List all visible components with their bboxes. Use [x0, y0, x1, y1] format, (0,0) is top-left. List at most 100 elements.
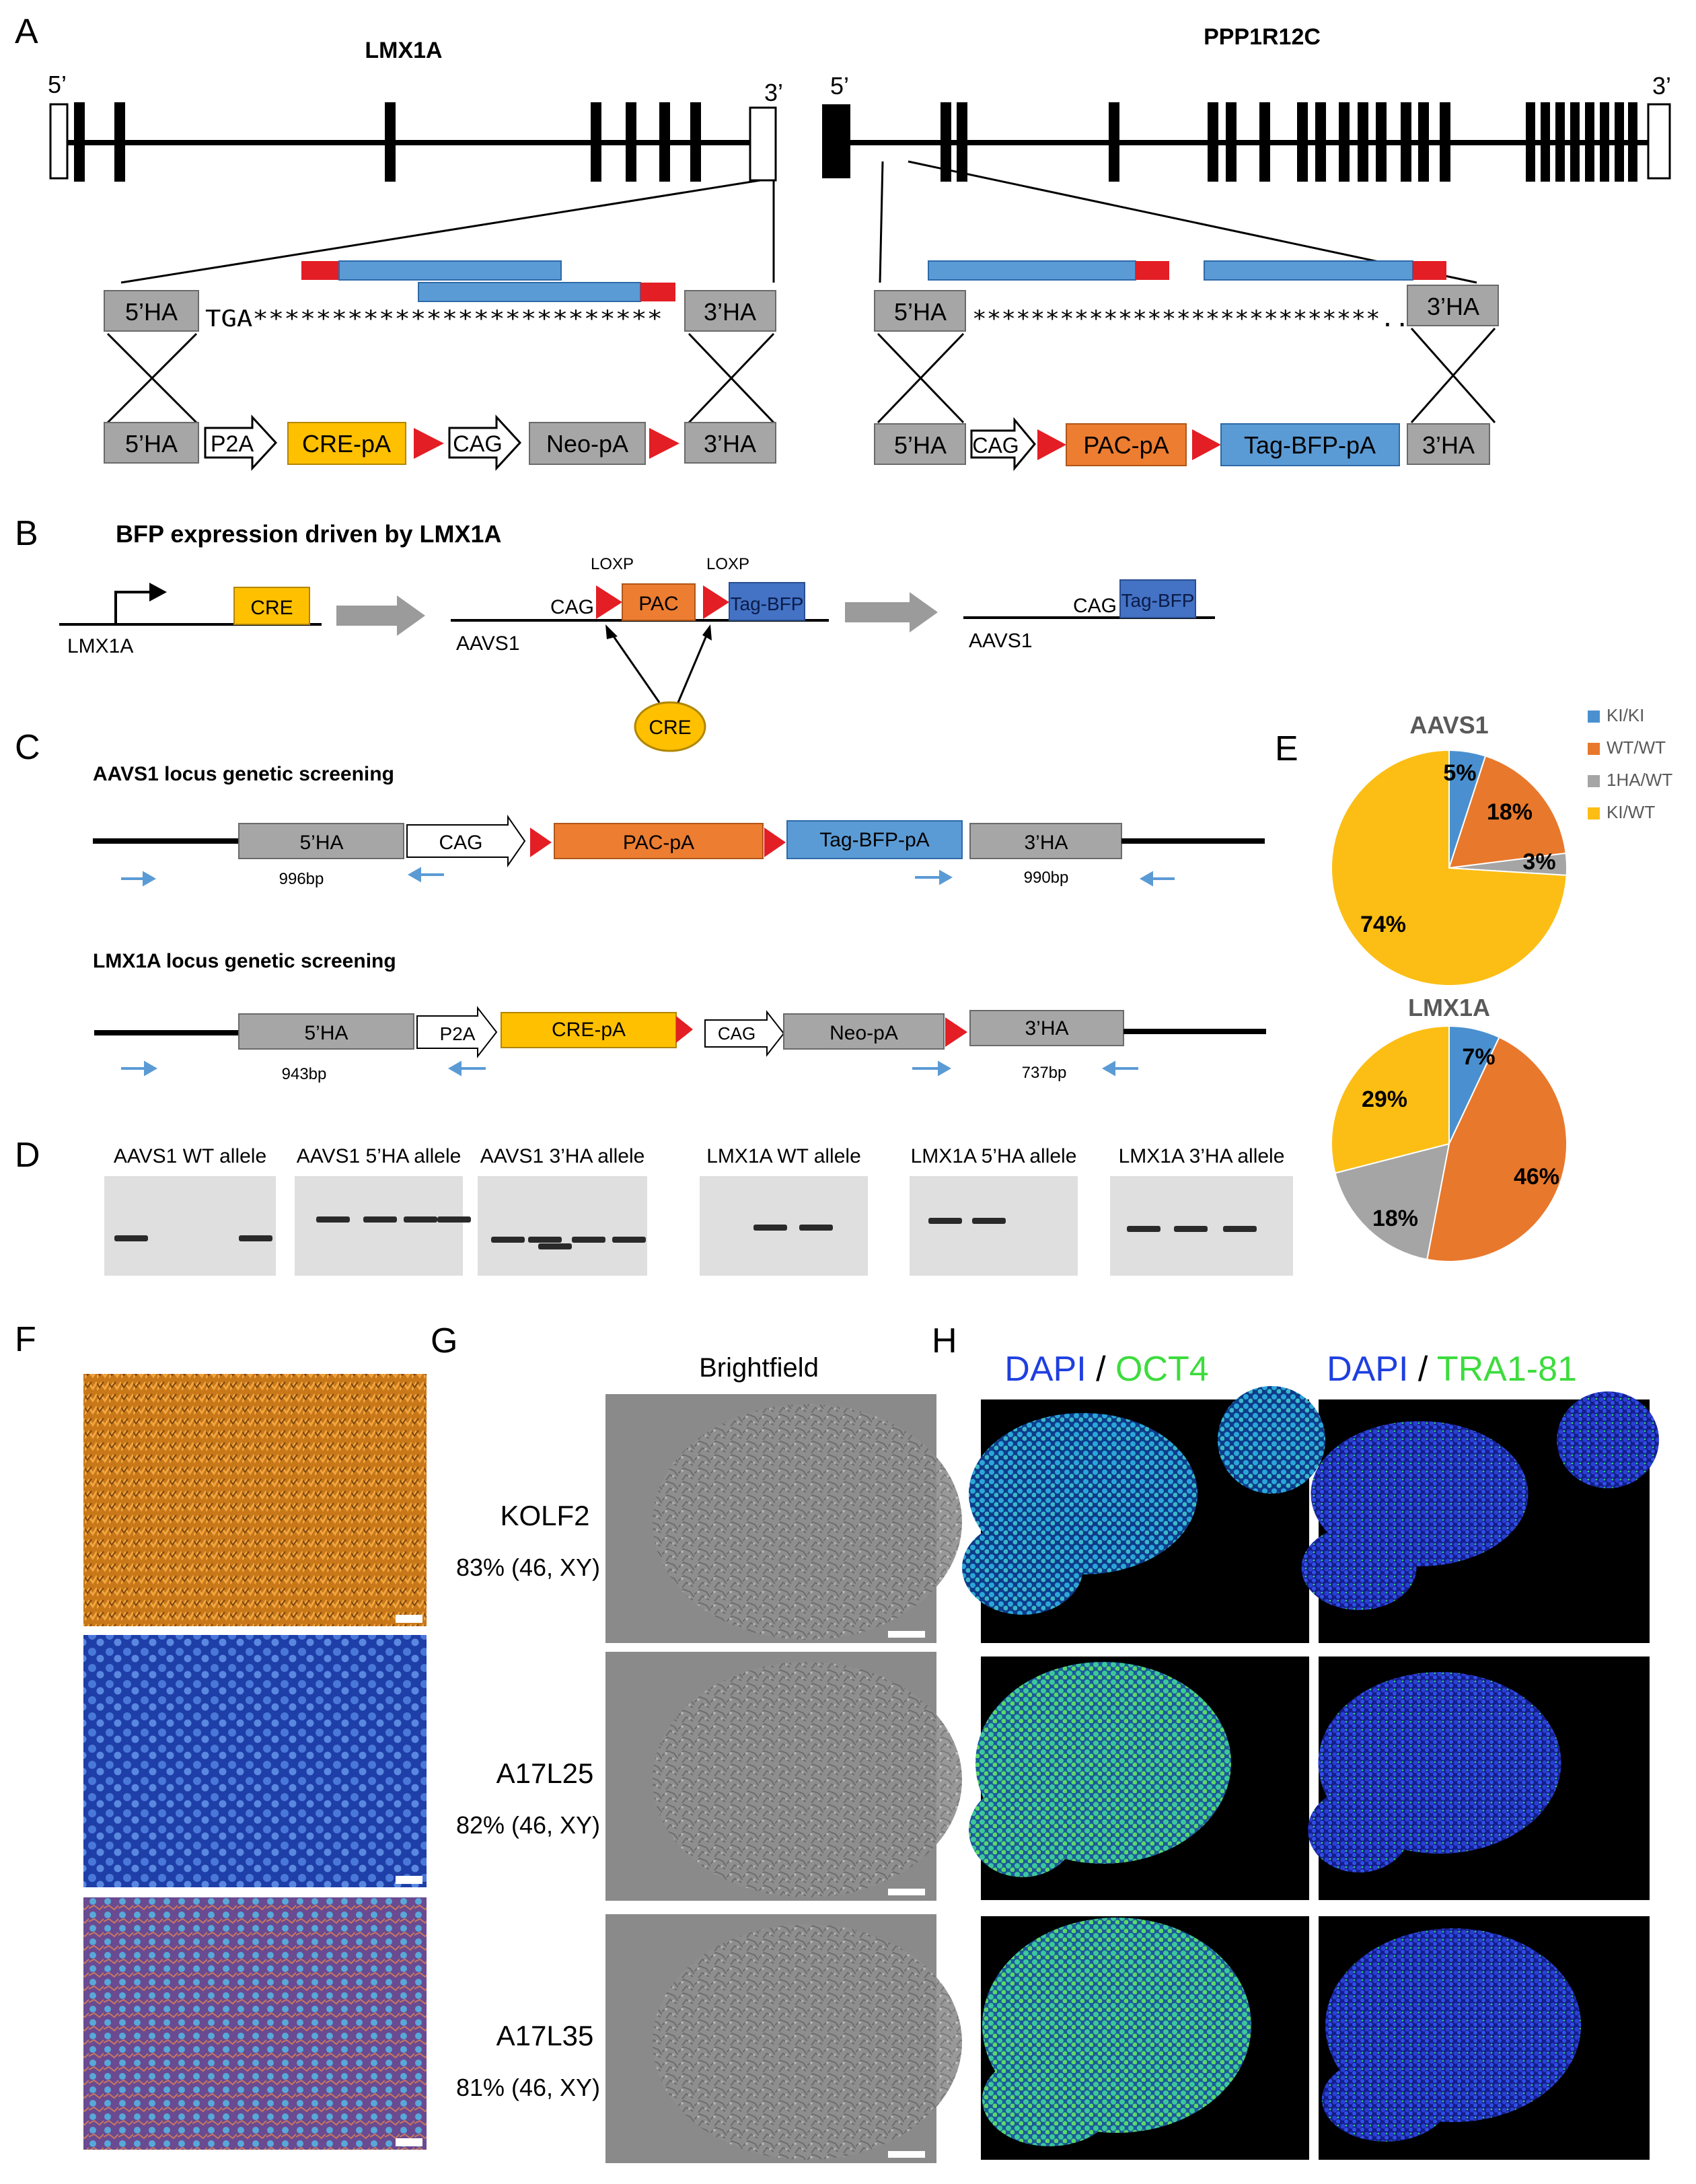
ppp-3prime: 3’ [1652, 72, 1671, 100]
b-step-arrow-2 [845, 592, 938, 632]
lmx1a-crossover [106, 332, 775, 424]
gel-band [239, 1235, 272, 1241]
gel-label: AAVS1 3’HA allele [480, 1145, 645, 1167]
pie-data-label: 18% [1487, 799, 1533, 825]
svg-text:Tag-BFP-pA: Tag-BFP-pA [819, 829, 929, 851]
bp-996: 996bp [279, 870, 324, 888]
gel-band [928, 1218, 962, 1224]
svg-text:CAG: CAG [972, 433, 1019, 458]
svg-text:Tag-BFP-pA: Tag-BFP-pA [1244, 431, 1376, 459]
pie-title: AAVS1 [1409, 711, 1488, 739]
panel-label-h: H [932, 1321, 957, 1360]
f-image-merge [83, 1897, 427, 2150]
bp-990: 990bp [1024, 869, 1069, 887]
panel-label-d: D [15, 1136, 40, 1175]
lmx1a-screening-construct [94, 1006, 1266, 1058]
b-aavs1-after-label: AAVS1 [969, 630, 1033, 652]
pie-data-label: 7% [1462, 1044, 1495, 1070]
panel-label-g: G [431, 1321, 457, 1360]
svg-text:3’HA: 3’HA [1024, 832, 1068, 854]
svg-text:PAC: PAC [638, 593, 678, 615]
ppp-3ha-top [1407, 285, 1499, 326]
lmx1a-cre-pa [287, 422, 406, 465]
b-loxp-1 [596, 585, 622, 619]
svg-text:3’HA: 3’HA [1427, 293, 1479, 320]
svg-text:5’HA: 5’HA [125, 298, 178, 326]
svg-text:Neo-pA: Neo-pA [829, 1022, 898, 1044]
lmx1a-arms [301, 260, 675, 302]
legend-swatch [1588, 743, 1600, 755]
gel-band [1174, 1226, 1208, 1232]
panel-label-c: C [15, 728, 40, 767]
b-cre-box [233, 587, 310, 625]
svg-text:3’HA: 3’HA [704, 298, 756, 326]
svg-text:5’HA: 5’HA [304, 1022, 348, 1044]
svg-text:5’HA: 5’HA [299, 832, 343, 854]
svg-text:CAG: CAG [718, 1023, 755, 1044]
pie-data-label: 74% [1360, 912, 1406, 937]
karyotype-label: 81% (46, XY) [456, 2074, 600, 2101]
ppp-crossover [877, 328, 1496, 424]
svg-text:CAG: CAG [550, 596, 594, 618]
svg-text:Tag-BFP: Tag-BFP [1121, 590, 1195, 611]
lmx1a-5prime: 5’ [48, 71, 67, 98]
b-tag-bfp-box [729, 582, 805, 621]
gel-band [437, 1216, 471, 1223]
svg-text:5’HA: 5’HA [125, 430, 178, 458]
svg-text:CRE-pA: CRE-pA [552, 1019, 626, 1041]
svg-text:P2A: P2A [440, 1023, 476, 1044]
ppp-pac-pa [1066, 423, 1187, 466]
pie-slice [1448, 755, 1567, 869]
f-image-brightfield [83, 1374, 427, 1626]
legend-swatch [1588, 807, 1600, 820]
gene-title-ppp1r12c: PPP1R12C [1204, 24, 1321, 50]
pie-slice [1331, 1025, 1450, 1174]
legend-swatch [1588, 775, 1600, 787]
gel-band [404, 1216, 437, 1223]
gel-band [572, 1237, 605, 1243]
ppp-loxp-2 [1192, 429, 1221, 460]
legend-entry: WT/WT [1607, 737, 1666, 758]
ppp-tag-bfp-pa [1220, 423, 1400, 466]
svg-text:3’HA: 3’HA [1025, 1017, 1068, 1040]
b-lmx1a-label: LMX1A [67, 635, 133, 657]
gel-band [972, 1218, 1006, 1224]
panel-label-e: E [1275, 729, 1298, 768]
lmx1a-tga-stars: TGA************************** [205, 305, 663, 332]
svg-text:P2A: P2A [211, 431, 254, 457]
cell-line-name: A17L25 [496, 1757, 594, 1789]
karyotype-label: 82% (46, XY) [456, 1811, 600, 1839]
ppp1r12c-arms [928, 260, 1446, 281]
c-title-aavs1: AAVS1 locus genetic screening [93, 763, 394, 785]
karyotype-label: 83% (46, XY) [456, 1554, 600, 1581]
b-pac-box [622, 583, 696, 621]
gel-band [491, 1237, 525, 1243]
gel-label: LMX1A WT allele [706, 1145, 861, 1167]
pie-slice [1330, 749, 1568, 986]
pie-data-label: 3% [1522, 849, 1555, 875]
lmx1a-5ha-bottom [104, 422, 199, 464]
b-cre-enzyme [634, 701, 706, 752]
gel-band [1223, 1226, 1257, 1232]
svg-text:CAG: CAG [1073, 595, 1117, 617]
ppp-5ha-bottom [874, 423, 966, 465]
gel-band [316, 1216, 350, 1223]
panel-label-a: A [15, 12, 38, 51]
ppp-loxp-1 [1037, 429, 1066, 460]
svg-text:CRE-pA: CRE-pA [302, 430, 391, 458]
legend-entry: KI/WT [1607, 802, 1655, 822]
bp-943: 943bp [282, 1065, 327, 1083]
bp-737: 737bp [1022, 1064, 1067, 1082]
cre-action-arrows [610, 632, 709, 703]
ppp1r12c-gene-model [822, 102, 1671, 182]
pie-slice [1334, 1142, 1450, 1261]
g-header-brightfield: Brightfield [699, 1353, 819, 1383]
cell-line-name: A17L35 [496, 2020, 594, 2051]
gel-band [538, 1243, 572, 1249]
svg-text:5’HA: 5’HA [894, 431, 947, 459]
gene-title-lmx1a: LMX1A [365, 38, 442, 63]
lmx1a-loxp-2 [649, 428, 679, 459]
